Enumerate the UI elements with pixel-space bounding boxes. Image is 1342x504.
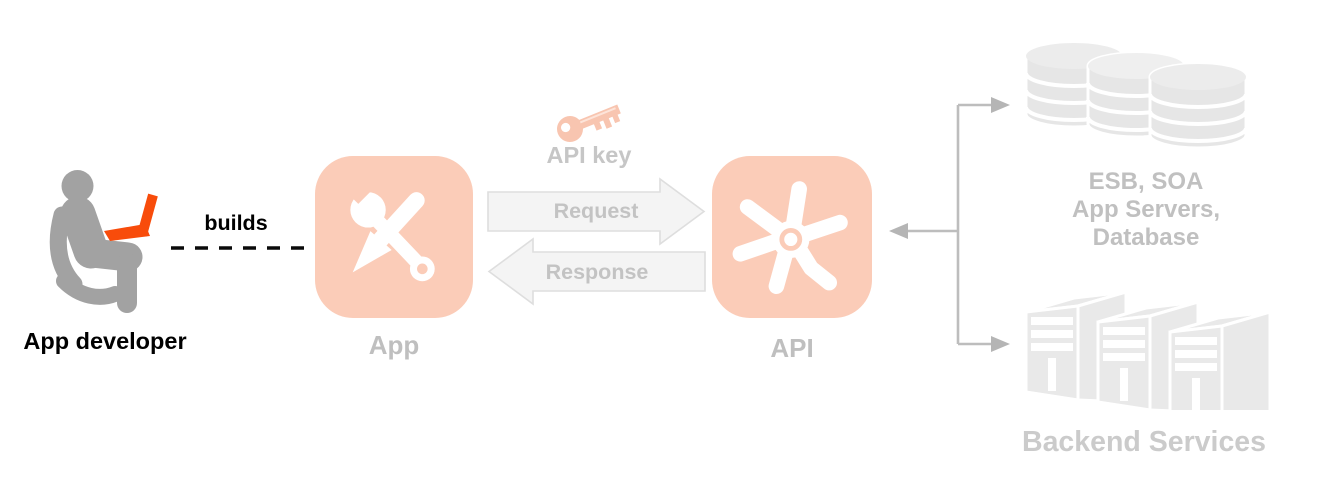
esb-soa-label: ESB, SOA App Servers, Database: [1044, 168, 1248, 252]
api-icon-card: [712, 156, 872, 318]
backend-services-label: Backend Services: [1022, 426, 1266, 458]
esb-line-1: ESB, SOA: [1088, 168, 1204, 195]
app-icon-card: [315, 156, 473, 318]
app-label: App: [368, 330, 420, 360]
db-cylinder-1: [1024, 41, 1248, 150]
response-arrow: [487, 237, 706, 306]
esb-line-2: App Servers,: [1071, 196, 1221, 223]
response-label: Response: [545, 260, 649, 284]
app-developer-label: App developer: [23, 328, 187, 354]
request-arrow: [487, 177, 706, 246]
arrowhead-to-servers: [991, 336, 1010, 352]
server-tower-3: [1168, 310, 1272, 410]
api-key-icon: [557, 104, 621, 142]
gear-pinwheel-icon: [732, 181, 848, 294]
wrench-pencil-icon: [347, 178, 435, 282]
api-key-label: API key: [546, 142, 632, 168]
api-backend-connector: [907, 103, 991, 346]
builds-label: builds: [204, 211, 268, 235]
server-towers-icon: [1024, 290, 1272, 410]
arrowhead-to-api: [889, 223, 908, 239]
esb-line-3: Database: [1092, 224, 1200, 251]
api-label: API: [770, 333, 814, 363]
app-developer-icon: [49, 170, 158, 313]
laptop-icon: [104, 224, 150, 241]
request-label: Request: [553, 199, 639, 223]
database-stack-icon: [1024, 41, 1248, 150]
arrowhead-to-databases: [991, 97, 1010, 113]
